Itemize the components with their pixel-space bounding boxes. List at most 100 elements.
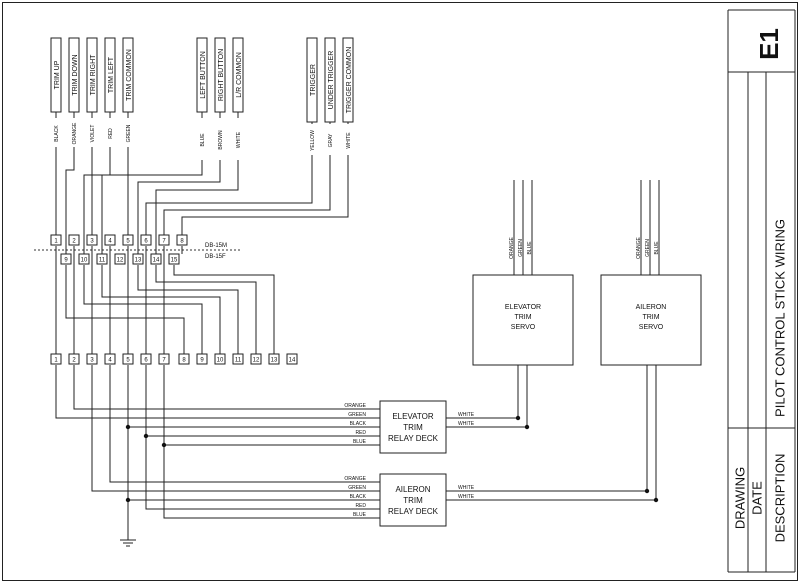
db15m-pin-label: 3 bbox=[90, 239, 94, 245]
db15f-label: DB-15F bbox=[205, 254, 226, 260]
wire-color-label: BROWN bbox=[218, 130, 224, 150]
db15m-pin bbox=[140, 234, 152, 246]
terminal-pin-label: 9 bbox=[200, 358, 204, 364]
wire-color-label: VIOLET bbox=[90, 125, 96, 143]
relay-label: AILERON bbox=[395, 485, 430, 494]
wire-color-label: GREEN bbox=[126, 124, 132, 142]
terminal-pin bbox=[140, 353, 152, 365]
servo-wire-color: BLUE bbox=[654, 241, 660, 255]
aileron-trim-relay-deck bbox=[379, 473, 447, 527]
terminal-pin-label: 5 bbox=[126, 358, 130, 364]
db15f-pin-label: 13 bbox=[135, 258, 142, 264]
wire-trim-down bbox=[65, 147, 75, 254]
servo-label: AILERON bbox=[636, 304, 667, 311]
wire-t1-elev-orange bbox=[55, 365, 380, 419]
switch-label: RIGHT BUTTON bbox=[218, 49, 225, 101]
servo-wire-color: ORANGE bbox=[509, 237, 515, 259]
wire-f10-t9 bbox=[83, 265, 203, 354]
junction-dot bbox=[524, 424, 530, 430]
junction-dot bbox=[644, 488, 650, 494]
aileron-servo-input-wires bbox=[640, 180, 660, 275]
wire-color-label: YELLOW bbox=[310, 130, 316, 151]
terminal-pin bbox=[268, 353, 280, 365]
db15f-pin-label: 12 bbox=[117, 258, 124, 264]
switch-label: TRIM COMMON bbox=[126, 49, 133, 101]
wire-color-label: BLACK bbox=[54, 125, 60, 142]
wire-right-button bbox=[137, 160, 221, 254]
terminal-pin bbox=[50, 353, 62, 365]
relay-label: ELEVATOR bbox=[392, 412, 434, 421]
terminal-pin-label: 3 bbox=[90, 358, 94, 364]
terminal-pin bbox=[214, 353, 226, 365]
terminal-pin-label: 1 bbox=[54, 358, 58, 364]
relay-input-color: ORANGE bbox=[344, 476, 366, 482]
terminal-pin bbox=[196, 353, 208, 365]
switch-label: TRIM UP bbox=[54, 60, 61, 89]
db15f-pin-label: 10 bbox=[81, 258, 88, 264]
switch-label: TRIM LEFT bbox=[108, 56, 115, 93]
terminal-pin-label: 12 bbox=[253, 358, 260, 364]
servo-label: TRIM bbox=[514, 314, 531, 321]
relay-label: TRIM bbox=[403, 496, 423, 505]
wire-color-label: GRAY bbox=[328, 133, 334, 147]
wire-color-label: ORANGE bbox=[72, 122, 78, 144]
terminal-pin-label: 14 bbox=[289, 358, 296, 364]
db15m-pin-label: 5 bbox=[126, 239, 130, 245]
db15m-pin bbox=[50, 234, 62, 246]
wire-f15-t13 bbox=[173, 265, 275, 354]
switch-label: LEFT BUTTON bbox=[200, 51, 207, 99]
relay-output-color: WHITE bbox=[458, 412, 475, 418]
switch-label: L/R COMMON bbox=[236, 52, 243, 98]
wire-t3-ail-green bbox=[91, 365, 380, 492]
servo-wire-color: ORANGE bbox=[636, 237, 642, 259]
db15f-pin-label: 14 bbox=[153, 258, 160, 264]
aileron-trim-servo bbox=[600, 274, 702, 366]
terminal-pin-label: 6 bbox=[144, 358, 148, 364]
db15m-pin bbox=[68, 234, 80, 246]
db15m-label: DB-15M bbox=[205, 243, 227, 249]
db15m-pin-label: 6 bbox=[144, 239, 148, 245]
db15m-pin bbox=[104, 234, 116, 246]
switch-label: TRIM RIGHT bbox=[90, 54, 97, 96]
terminal-pin-label: 8 bbox=[182, 358, 186, 364]
relay-input-color: BLACK bbox=[350, 421, 367, 427]
servo-wire-color: GREEN bbox=[518, 239, 524, 257]
relay-input-color: GREEN bbox=[348, 485, 366, 491]
terminal-pin bbox=[122, 353, 134, 365]
db15m-pin bbox=[158, 234, 170, 246]
wire-lr-common bbox=[155, 160, 239, 254]
wire-ail-red bbox=[145, 436, 380, 510]
wire-left-button bbox=[101, 160, 203, 254]
title-block: E1 PILOT CONTROL STICK WIRING DRAWING DA… bbox=[727, 9, 796, 573]
wire-elev-relay-out1 bbox=[446, 365, 519, 419]
terminal-pin bbox=[178, 353, 190, 365]
wire-f14-t12 bbox=[155, 265, 257, 354]
wire-ail-blue bbox=[163, 445, 380, 519]
db15m-pin bbox=[122, 234, 134, 246]
terminal-pin bbox=[68, 353, 80, 365]
db15f-pin-label: 15 bbox=[171, 258, 178, 264]
servo-label: SERVO bbox=[511, 324, 536, 331]
db15m-pin bbox=[86, 234, 98, 246]
db15f-pin-label: 9 bbox=[64, 258, 68, 264]
db15f-pin bbox=[78, 253, 90, 265]
wire-f11-t10 bbox=[101, 265, 221, 354]
db15f-pin bbox=[114, 253, 126, 265]
terminal-pin bbox=[158, 353, 170, 365]
relay-output-color: WHITE bbox=[458, 485, 475, 491]
wire-trim-left bbox=[83, 147, 111, 254]
relay-input-color: BLUE bbox=[353, 512, 367, 518]
terminal-pin bbox=[286, 353, 298, 365]
wire-t4-ail-orange bbox=[109, 365, 380, 483]
terminal-pin-label: 4 bbox=[108, 358, 112, 364]
db15m-pin-label: 4 bbox=[108, 239, 112, 245]
relay-output-color: WHITE bbox=[458, 421, 475, 427]
db15f-pin bbox=[150, 253, 162, 265]
drawing-label: DRAWING bbox=[733, 467, 748, 529]
db15m-pin-label: 2 bbox=[72, 239, 76, 245]
wire-color-label: WHITE bbox=[346, 132, 352, 149]
wire-color-label: BLUE bbox=[200, 133, 206, 147]
db15f-pin-label: 11 bbox=[99, 258, 106, 264]
